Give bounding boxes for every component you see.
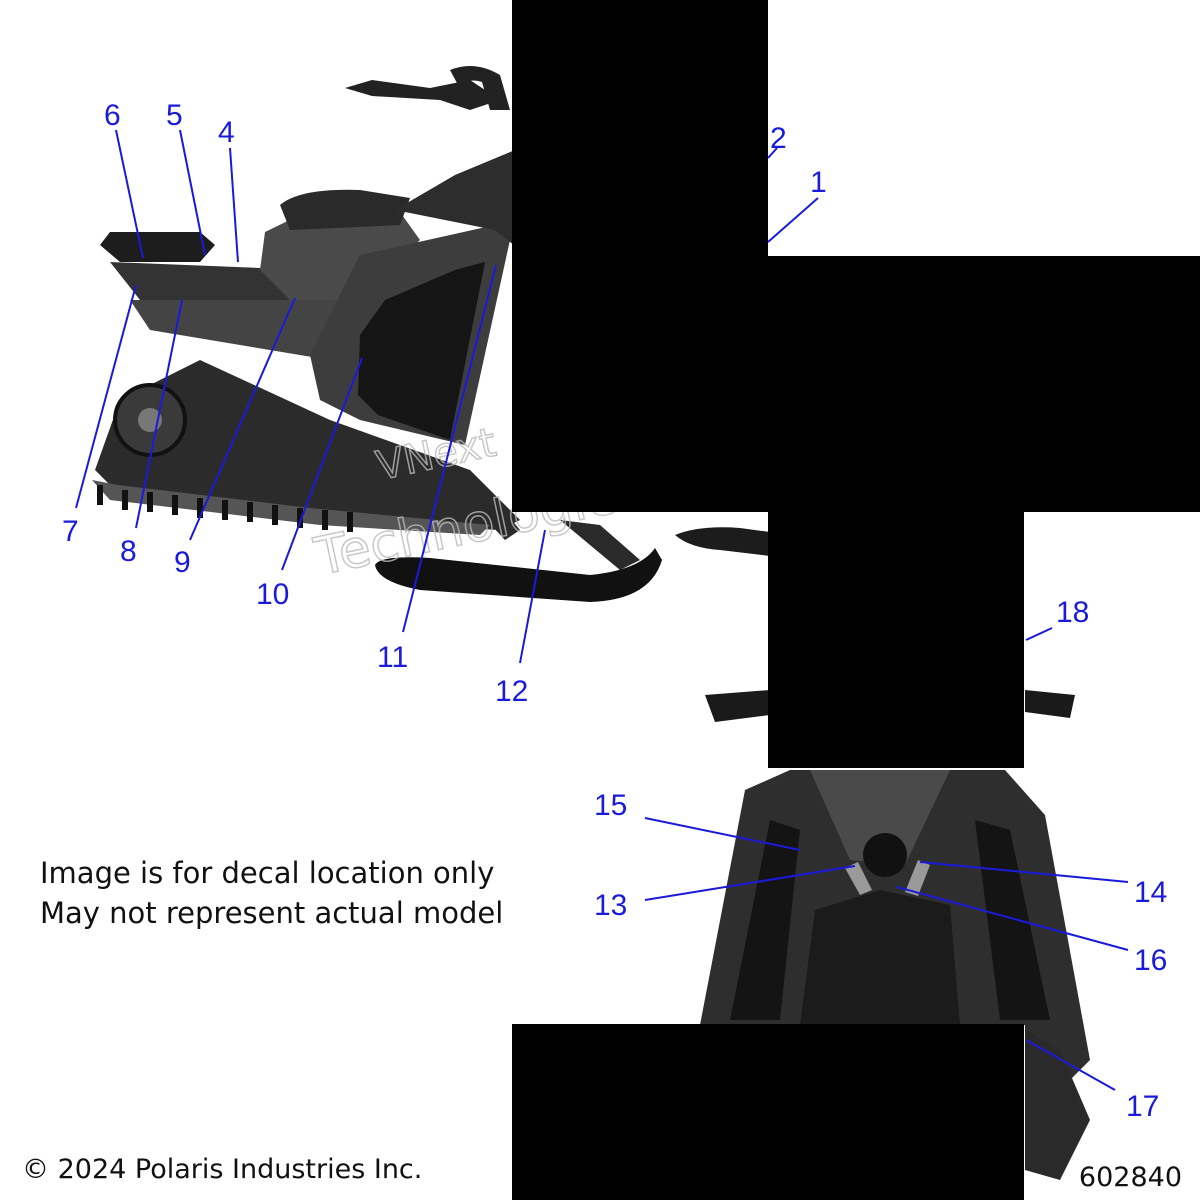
- callout-7: 7: [62, 515, 79, 548]
- leader-line-15: [644, 817, 801, 851]
- leader-line-11: [402, 264, 497, 633]
- callout-15: 15: [594, 789, 627, 822]
- leader-line-7: [75, 284, 137, 509]
- callout-1: 1: [810, 166, 827, 199]
- callout-14: 14: [1134, 876, 1167, 909]
- redaction-block: [768, 512, 1024, 768]
- leader-line-1: [767, 197, 819, 243]
- leader-line-13: [644, 865, 856, 901]
- callout-6: 6: [104, 99, 121, 132]
- callout-2: 2: [770, 122, 787, 155]
- redaction-block: [512, 256, 1200, 512]
- copyright-text: © 2024 Polaris Industries Inc.: [22, 1154, 423, 1185]
- leader-line-9: [189, 297, 296, 541]
- leader-line-14: [919, 861, 1129, 883]
- callout-labels: 1 2 4 5 6 7 8 9 10 11 12 13 14 15 16 17 …: [62, 99, 1167, 1123]
- disclaimer-line-2: May not represent actual model: [40, 896, 504, 930]
- disclaimer-line-1: Image is for decal location only: [40, 856, 495, 890]
- callout-8: 8: [120, 535, 137, 568]
- callout-10: 10: [256, 578, 289, 611]
- leader-line-18: [1025, 627, 1053, 641]
- leader-line-6: [115, 129, 144, 259]
- leader-lines: [75, 129, 1129, 1091]
- callout-16: 16: [1134, 944, 1167, 977]
- callout-13: 13: [594, 889, 627, 922]
- redaction-block: [512, 1024, 1024, 1200]
- callout-9: 9: [174, 546, 191, 579]
- leader-line-12: [519, 529, 546, 664]
- callout-4: 4: [218, 116, 235, 149]
- redaction-blocks: [512, 0, 1200, 1200]
- leader-line-16: [896, 886, 1129, 951]
- redaction-block: [512, 0, 768, 256]
- figure-number: 602840: [1078, 1162, 1182, 1193]
- callout-5: 5: [166, 99, 183, 132]
- leader-line-8: [135, 299, 183, 529]
- callout-18: 18: [1056, 596, 1089, 629]
- callout-17: 17: [1126, 1090, 1159, 1123]
- callout-11: 11: [377, 641, 408, 674]
- leader-line-2: [767, 147, 778, 159]
- leader-line-4: [229, 147, 239, 263]
- callout-12: 12: [495, 675, 528, 708]
- leader-line-5: [179, 129, 206, 256]
- leader-line-10: [281, 357, 363, 571]
- leader-line-17: [1025, 1039, 1116, 1091]
